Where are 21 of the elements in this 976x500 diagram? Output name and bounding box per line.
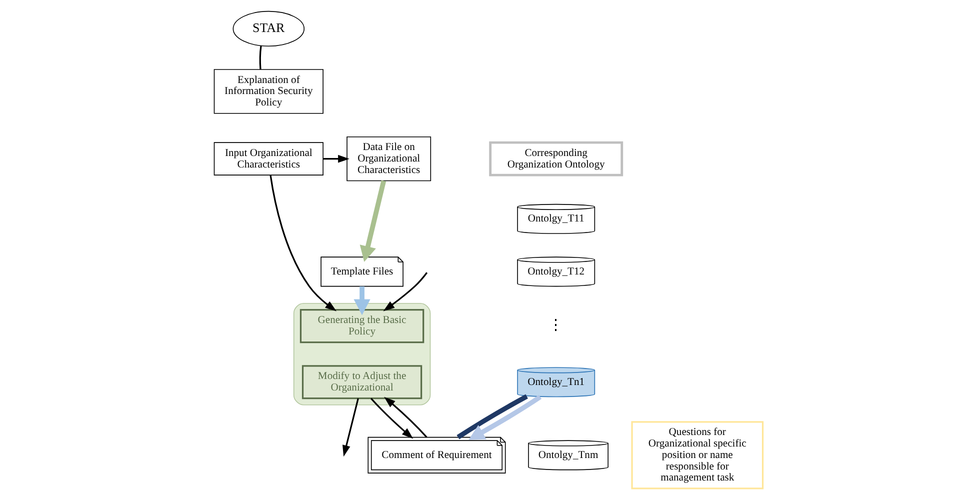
arrow	[468, 394, 542, 440]
connector	[456, 394, 528, 440]
connector	[258, 45, 262, 70]
node-box: Modify to Adjust the Organizational	[301, 365, 422, 400]
arrow	[342, 398, 358, 457]
node-box: Generating the Basic Policy	[299, 309, 424, 344]
arrow	[382, 272, 428, 312]
node-box: Data File on Organizational Characteristics	[346, 136, 431, 182]
arrow	[359, 180, 386, 262]
arrow	[370, 398, 413, 439]
node-box: Input Organizational Characteristics	[213, 142, 323, 176]
arrow	[322, 154, 349, 163]
arrow	[269, 175, 336, 312]
arrow	[353, 286, 370, 316]
cluster	[292, 302, 430, 406]
node-ellipse: STAR	[232, 10, 304, 47]
node-box: Explanation of Information Security Policy	[213, 69, 323, 114]
label: ⋮	[548, 318, 564, 334]
node-box: Corresponding Organization Ontology	[488, 141, 623, 176]
arrow	[384, 396, 427, 438]
node-box: Questions for Organizational specific position or name responsible for management task	[630, 421, 764, 490]
